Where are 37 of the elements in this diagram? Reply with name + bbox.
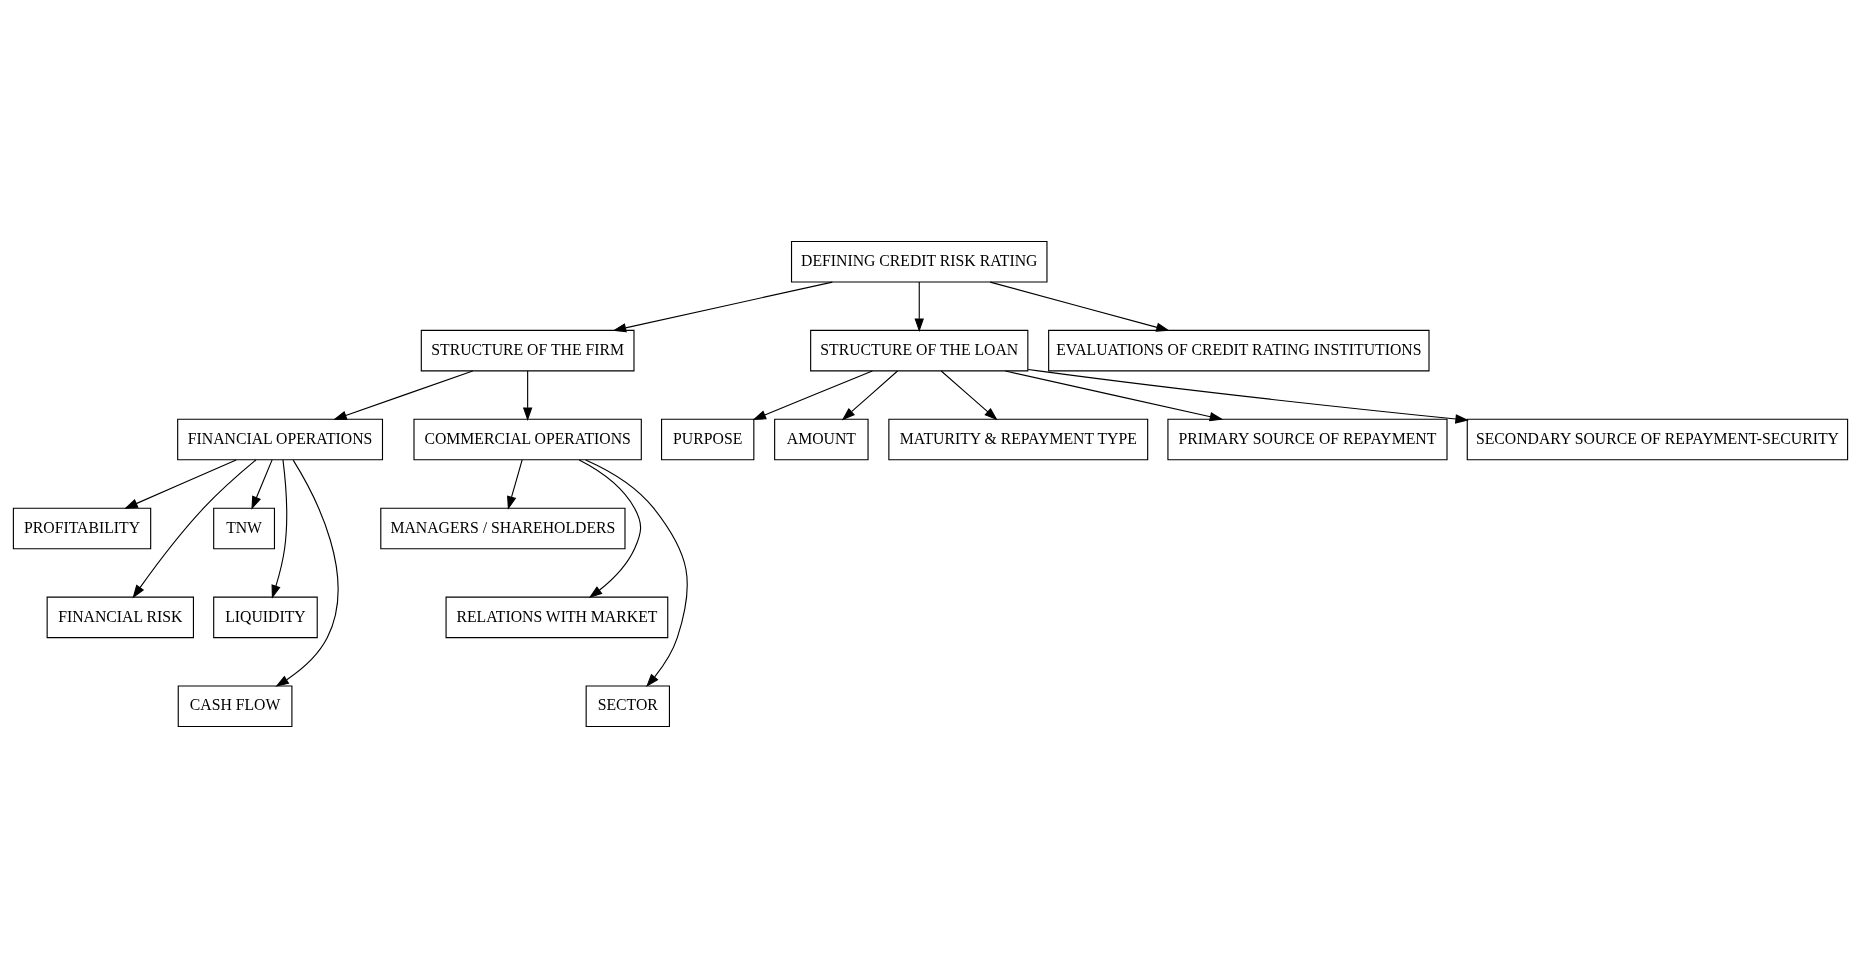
node-box: DEFINING CREDIT RISK RATING [790, 240, 1048, 283]
arrow [522, 370, 533, 421]
arrow [585, 459, 688, 688]
arrow [1004, 370, 1224, 422]
arrow [1027, 368, 1469, 424]
arrow [275, 459, 339, 687]
arrow [989, 281, 1170, 332]
node-box: SECTOR [585, 685, 670, 728]
arrow [132, 459, 257, 599]
node-box: STRUCTURE OF THE LOAN [810, 329, 1029, 372]
node-box: EVALUATIONS OF CREDIT RATING INSTITUTIONS [1048, 329, 1430, 372]
node-box: MANAGERS / SHAREHOLDERS [380, 507, 626, 550]
node-box: PURPOSE [661, 418, 755, 461]
arrow [752, 370, 873, 421]
node-box: STRUCTURE OF THE FIRM [420, 329, 635, 372]
arrow [507, 459, 523, 510]
node-box: AMOUNT [774, 418, 869, 461]
arrow [251, 459, 273, 510]
node-box: MATURITY & REPAYMENT TYPE [888, 418, 1149, 461]
node-box: SECONDARY SOURCE OF REPAYMENT-SECURITY [1466, 418, 1849, 461]
node-box: LIQUIDITY [213, 596, 318, 639]
arrow [612, 281, 833, 333]
node-box: RELATIONS WITH MARKET [445, 596, 669, 639]
node-box: TNW [213, 507, 276, 550]
node-box: PROFITABILITY [12, 507, 152, 550]
arrow [124, 459, 237, 509]
node-box: FINANCIAL OPERATIONS [177, 418, 384, 461]
arrow [333, 370, 474, 420]
node-box: CASH FLOW [177, 685, 293, 728]
node-box: FINANCIAL RISK [46, 596, 194, 639]
arrow [841, 370, 899, 421]
node-box: PRIMARY SOURCE OF REPAYMENT [1167, 418, 1448, 461]
arrow [578, 459, 642, 598]
arrow [914, 281, 924, 333]
arrow [271, 459, 288, 599]
arrow [940, 370, 998, 421]
node-box: COMMERCIAL OPERATIONS [413, 418, 642, 461]
